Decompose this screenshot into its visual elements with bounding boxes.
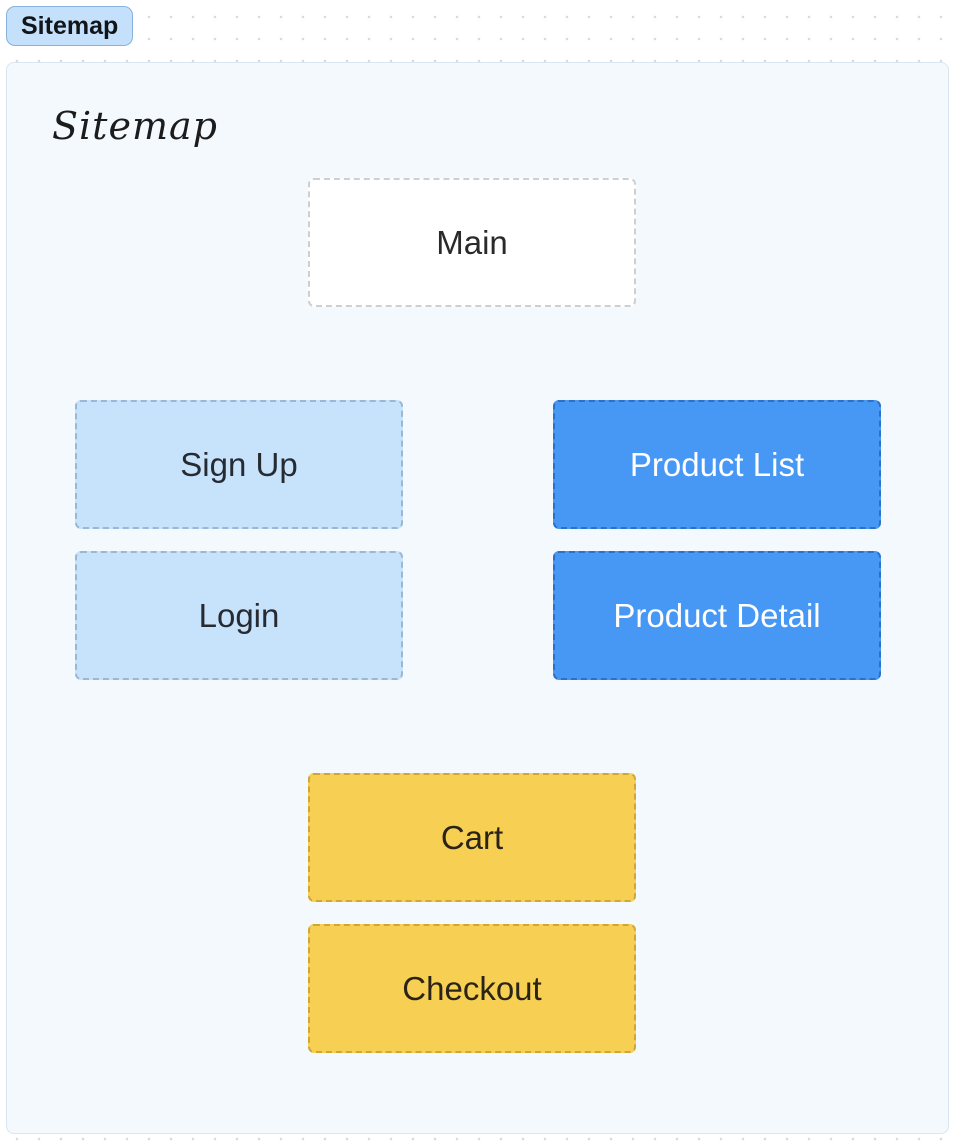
frame-title: Sitemap	[52, 104, 218, 148]
node-main[interactable]: Main	[308, 178, 636, 307]
node-main-label: Main	[436, 223, 508, 261]
node-login[interactable]: Login	[75, 551, 403, 680]
node-product-list-label: Product List	[629, 445, 805, 483]
node-product-detail[interactable]: Product Detail	[553, 551, 881, 680]
node-sign-up[interactable]: Sign Up	[75, 400, 403, 529]
node-sign-up-label: Sign Up	[180, 445, 298, 483]
node-cart-label: Cart	[440, 818, 504, 856]
node-product-list[interactable]: Product List	[553, 400, 881, 529]
node-checkout-label: Checkout	[402, 969, 542, 1007]
node-cart[interactable]: Cart	[308, 773, 636, 902]
node-product-detail-label: Product Detail	[613, 596, 821, 634]
frame-tab-label[interactable]: Sitemap	[6, 6, 134, 46]
node-checkout[interactable]: Checkout	[308, 924, 636, 1053]
node-login-label: Login	[198, 596, 280, 634]
